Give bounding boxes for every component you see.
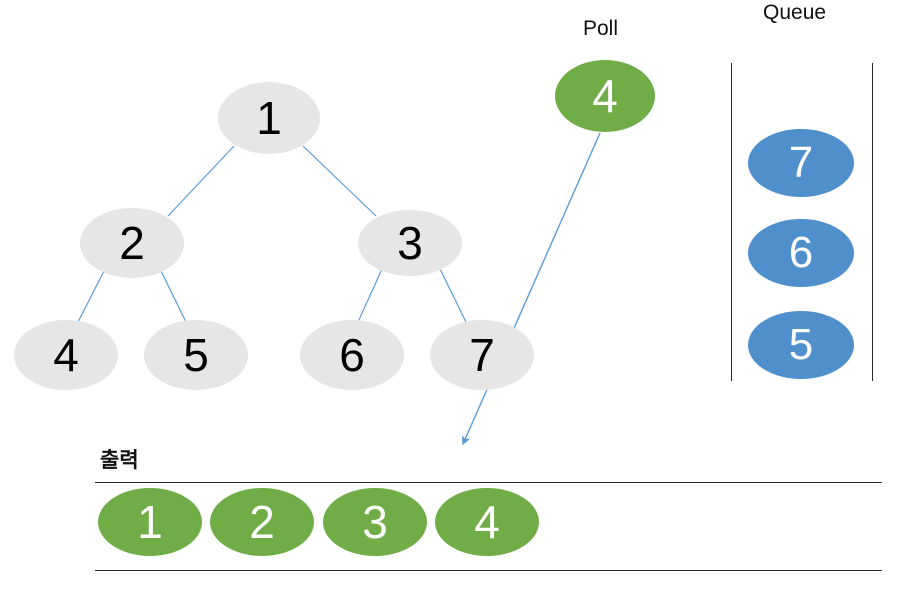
queue-label: Queue <box>763 1 827 24</box>
node-value: 4 <box>592 70 618 122</box>
node-value: 1 <box>256 92 282 144</box>
tree-node-1: 1 <box>218 82 320 154</box>
output-item-3: 3 <box>323 488 427 556</box>
queue-left-rail <box>731 63 732 381</box>
tree-node-7: 7 <box>430 320 534 390</box>
output-item-1: 1 <box>98 488 202 556</box>
queue-item-6: 6 <box>748 219 854 287</box>
output-label: 출력 <box>100 449 139 472</box>
queue-item-7: 7 <box>748 129 854 197</box>
output-top-divider <box>95 482 882 483</box>
node-value: 7 <box>469 329 495 381</box>
poll-node-4: 4 <box>555 60 655 132</box>
tree-node-3: 3 <box>358 210 462 276</box>
node-value: 6 <box>339 329 365 381</box>
poll-arrow <box>462 132 601 446</box>
node-value: 3 <box>362 496 388 548</box>
tree-edge-group <box>77 145 467 323</box>
poll-arrow-line <box>462 132 601 446</box>
output-bottom-divider <box>95 570 882 571</box>
node-value: 1 <box>137 496 163 548</box>
output-item-2: 2 <box>210 488 314 556</box>
output-item-4: 4 <box>435 488 539 556</box>
tree-edge-2-4 <box>77 270 105 323</box>
tree-node-6: 6 <box>300 320 404 390</box>
node-value: 2 <box>249 496 275 548</box>
tree-edge-3-6 <box>357 268 383 323</box>
tree-node-4: 4 <box>14 320 118 390</box>
node-value: 7 <box>788 138 814 187</box>
queue-right-rail <box>872 63 873 381</box>
node-value: 4 <box>53 329 79 381</box>
queue-item-5: 5 <box>748 311 854 379</box>
tree-edge-1-3 <box>302 145 377 217</box>
tree-edge-1-2 <box>167 145 235 217</box>
node-value: 5 <box>788 320 814 369</box>
tree-edge-2-5 <box>160 270 187 323</box>
node-value: 4 <box>474 496 500 548</box>
tree-edge-3-7 <box>439 268 467 323</box>
tree-node-5: 5 <box>144 320 248 390</box>
poll-label: Poll <box>583 17 619 40</box>
node-value: 5 <box>183 329 209 381</box>
node-value: 6 <box>788 228 814 277</box>
node-value: 3 <box>397 217 423 269</box>
node-value: 2 <box>119 217 145 269</box>
tree-node-2: 2 <box>80 208 184 278</box>
